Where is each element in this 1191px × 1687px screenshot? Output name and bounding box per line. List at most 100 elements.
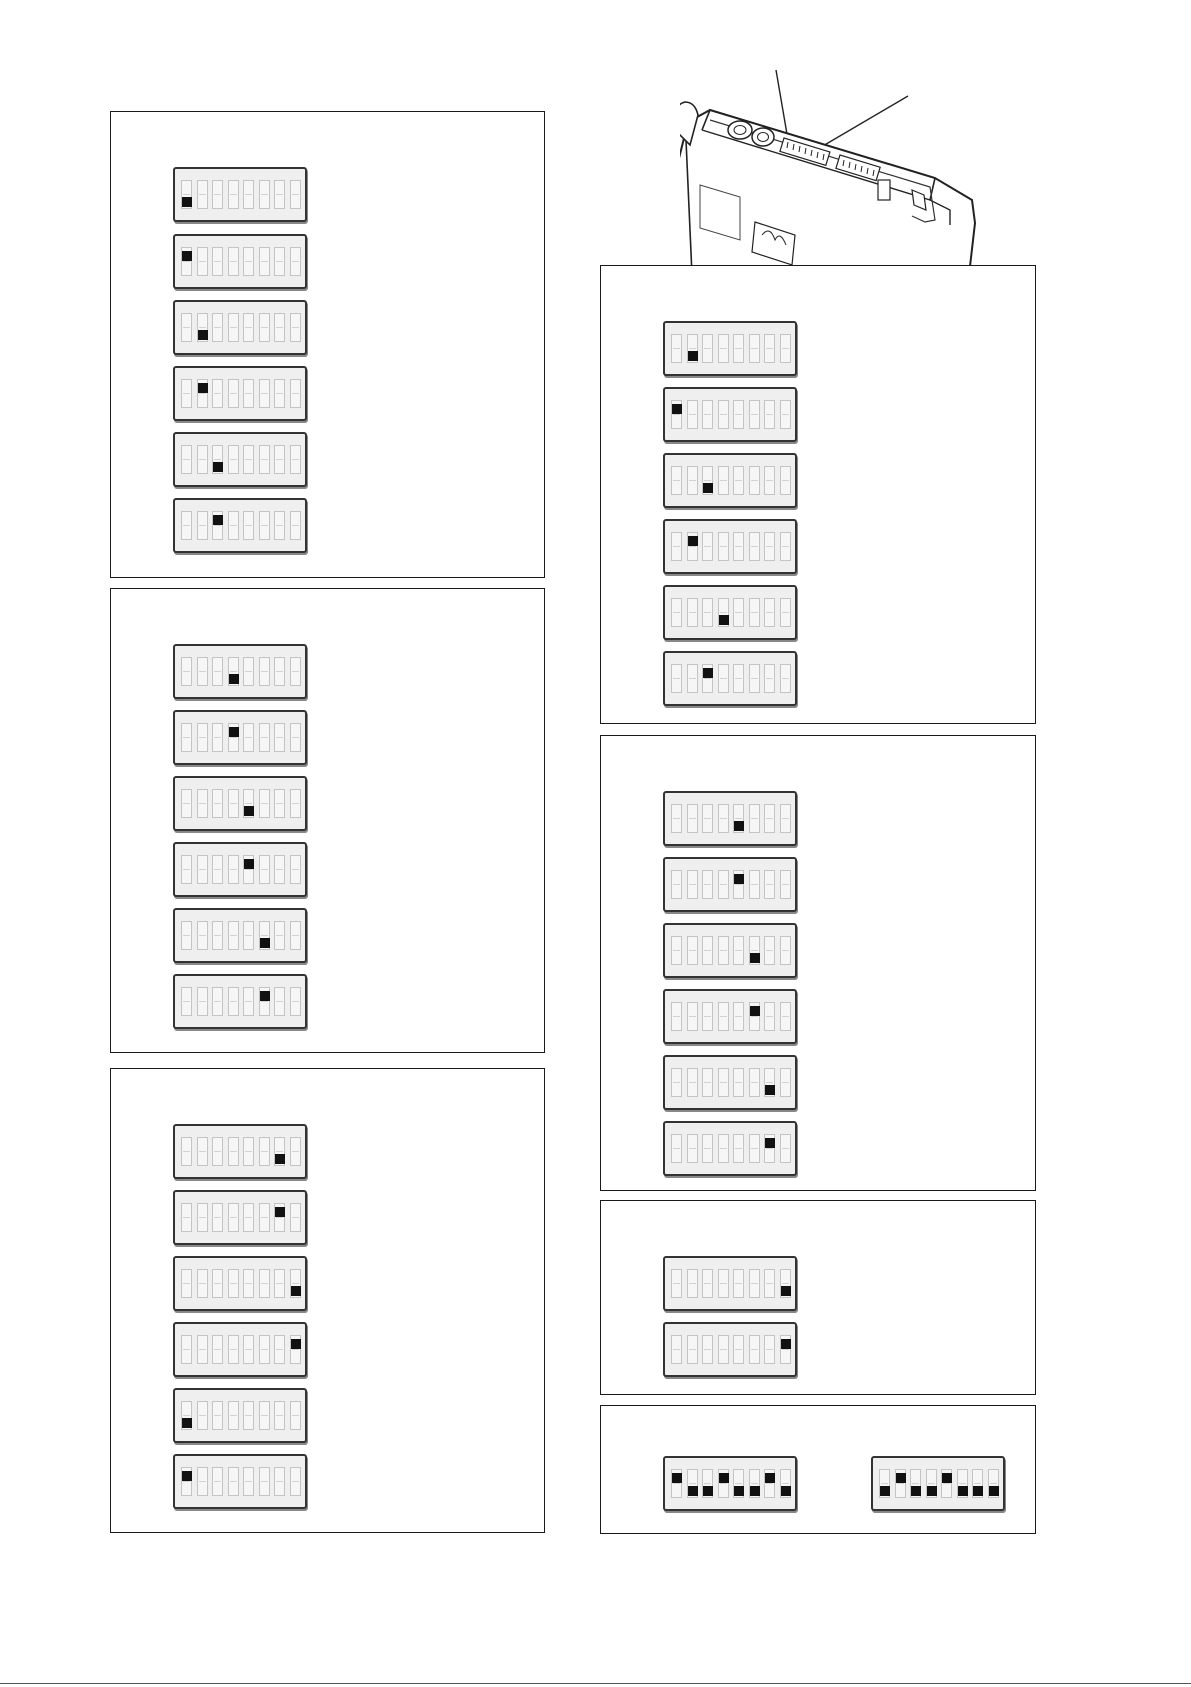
- switch-slot: [879, 1469, 890, 1498]
- dip-switch: [663, 857, 797, 912]
- switch-knob: [989, 1486, 999, 1496]
- switch-slot: [764, 334, 775, 363]
- switch-slot: [274, 657, 285, 686]
- switch-slot: [212, 1335, 223, 1364]
- switch-knob: [688, 536, 698, 546]
- switch-slot: [181, 1269, 192, 1298]
- switch-slot: [687, 400, 698, 429]
- dip-switch: [663, 321, 797, 376]
- switch-slot: [687, 334, 698, 363]
- switch-slot: [197, 855, 208, 884]
- switch-slot: [243, 921, 254, 950]
- switch-knob: [229, 727, 239, 737]
- switch-knob: [213, 515, 223, 525]
- switch-slot: [228, 180, 239, 209]
- switch-slot: [228, 247, 239, 276]
- switch-slot: [780, 400, 791, 429]
- switch-slot: [780, 664, 791, 693]
- switch-slot: [228, 511, 239, 540]
- switch-slot: [259, 1467, 270, 1496]
- switch-slot: [243, 1467, 254, 1496]
- switch-slot: [181, 180, 192, 209]
- switch-slot: [197, 987, 208, 1016]
- dip-switch: [663, 791, 797, 846]
- switch-slot: [290, 855, 301, 884]
- switch-slot: [895, 1469, 906, 1498]
- switch-slot: [764, 1002, 775, 1031]
- switch-slot: [671, 532, 682, 561]
- switch-knob: [229, 674, 239, 684]
- switch-slot: [702, 334, 713, 363]
- dip-switch: [663, 1121, 797, 1176]
- switch-slot: [290, 247, 301, 276]
- switch-slot: [671, 400, 682, 429]
- switch-slot: [702, 1469, 713, 1498]
- switch-slot: [764, 1134, 775, 1163]
- switch-knob: [260, 991, 270, 1001]
- switch-slot: [274, 723, 285, 752]
- switch-knob: [198, 330, 208, 340]
- switch-knob: [291, 1339, 301, 1349]
- switch-slot: [749, 598, 760, 627]
- switch-knob: [182, 197, 192, 207]
- switch-slot: [764, 664, 775, 693]
- switch-slot: [197, 445, 208, 474]
- switch-knob: [750, 1006, 760, 1016]
- switch-slot: [243, 511, 254, 540]
- switch-slot: [212, 789, 223, 818]
- switch-slot: [181, 1401, 192, 1430]
- switch-slot: [671, 466, 682, 495]
- switch-slot: [228, 723, 239, 752]
- switch-slot: [212, 1203, 223, 1232]
- switch-knob: [765, 1473, 775, 1483]
- switch-slot: [212, 855, 223, 884]
- switch-slot: [718, 1335, 729, 1364]
- switch-slot: [702, 466, 713, 495]
- switch-slot: [274, 1137, 285, 1166]
- switch-slot: [733, 1134, 744, 1163]
- switch-slot: [243, 723, 254, 752]
- switch-slot: [733, 466, 744, 495]
- dip-switch: [173, 644, 307, 699]
- switch-slot: [274, 1269, 285, 1298]
- switch-slot: [274, 379, 285, 408]
- switch-slot: [228, 855, 239, 884]
- switch-slot: [243, 1269, 254, 1298]
- switch-knob: [182, 1418, 192, 1428]
- switch-slot: [702, 1002, 713, 1031]
- switch-slot: [243, 855, 254, 884]
- switch-slot: [749, 1269, 760, 1298]
- switch-slot: [212, 1467, 223, 1496]
- switch-knob: [198, 383, 208, 393]
- dip-switch: [173, 974, 307, 1029]
- panel-right-1: [600, 265, 1036, 724]
- dip-switch: [173, 1124, 307, 1179]
- switch-slot: [228, 921, 239, 950]
- switch-knob: [880, 1486, 890, 1496]
- panel-left-1: [110, 111, 545, 578]
- dip-switch: [173, 1322, 307, 1377]
- switch-slot: [259, 723, 270, 752]
- switch-knob: [672, 404, 682, 414]
- switch-slot: [749, 1068, 760, 1097]
- switch-knob: [973, 1486, 983, 1496]
- switch-slot: [274, 789, 285, 818]
- switch-knob: [244, 806, 254, 816]
- switch-slot: [290, 921, 301, 950]
- switch-slot: [290, 1467, 301, 1496]
- dip-switch: [173, 776, 307, 831]
- switch-slot: [749, 532, 760, 561]
- switch-slot: [228, 313, 239, 342]
- dip-switch: [173, 1190, 307, 1245]
- switch-knob: [958, 1486, 968, 1496]
- switch-slot: [749, 870, 760, 899]
- switch-slot: [197, 1203, 208, 1232]
- switch-slot: [181, 1335, 192, 1364]
- switch-slot: [290, 1137, 301, 1166]
- dip-switch: [663, 1322, 797, 1377]
- switch-slot: [687, 466, 698, 495]
- switch-slot: [764, 1269, 775, 1298]
- switch-slot: [780, 1002, 791, 1031]
- device-illustration: [680, 60, 1040, 275]
- switch-slot: [780, 804, 791, 833]
